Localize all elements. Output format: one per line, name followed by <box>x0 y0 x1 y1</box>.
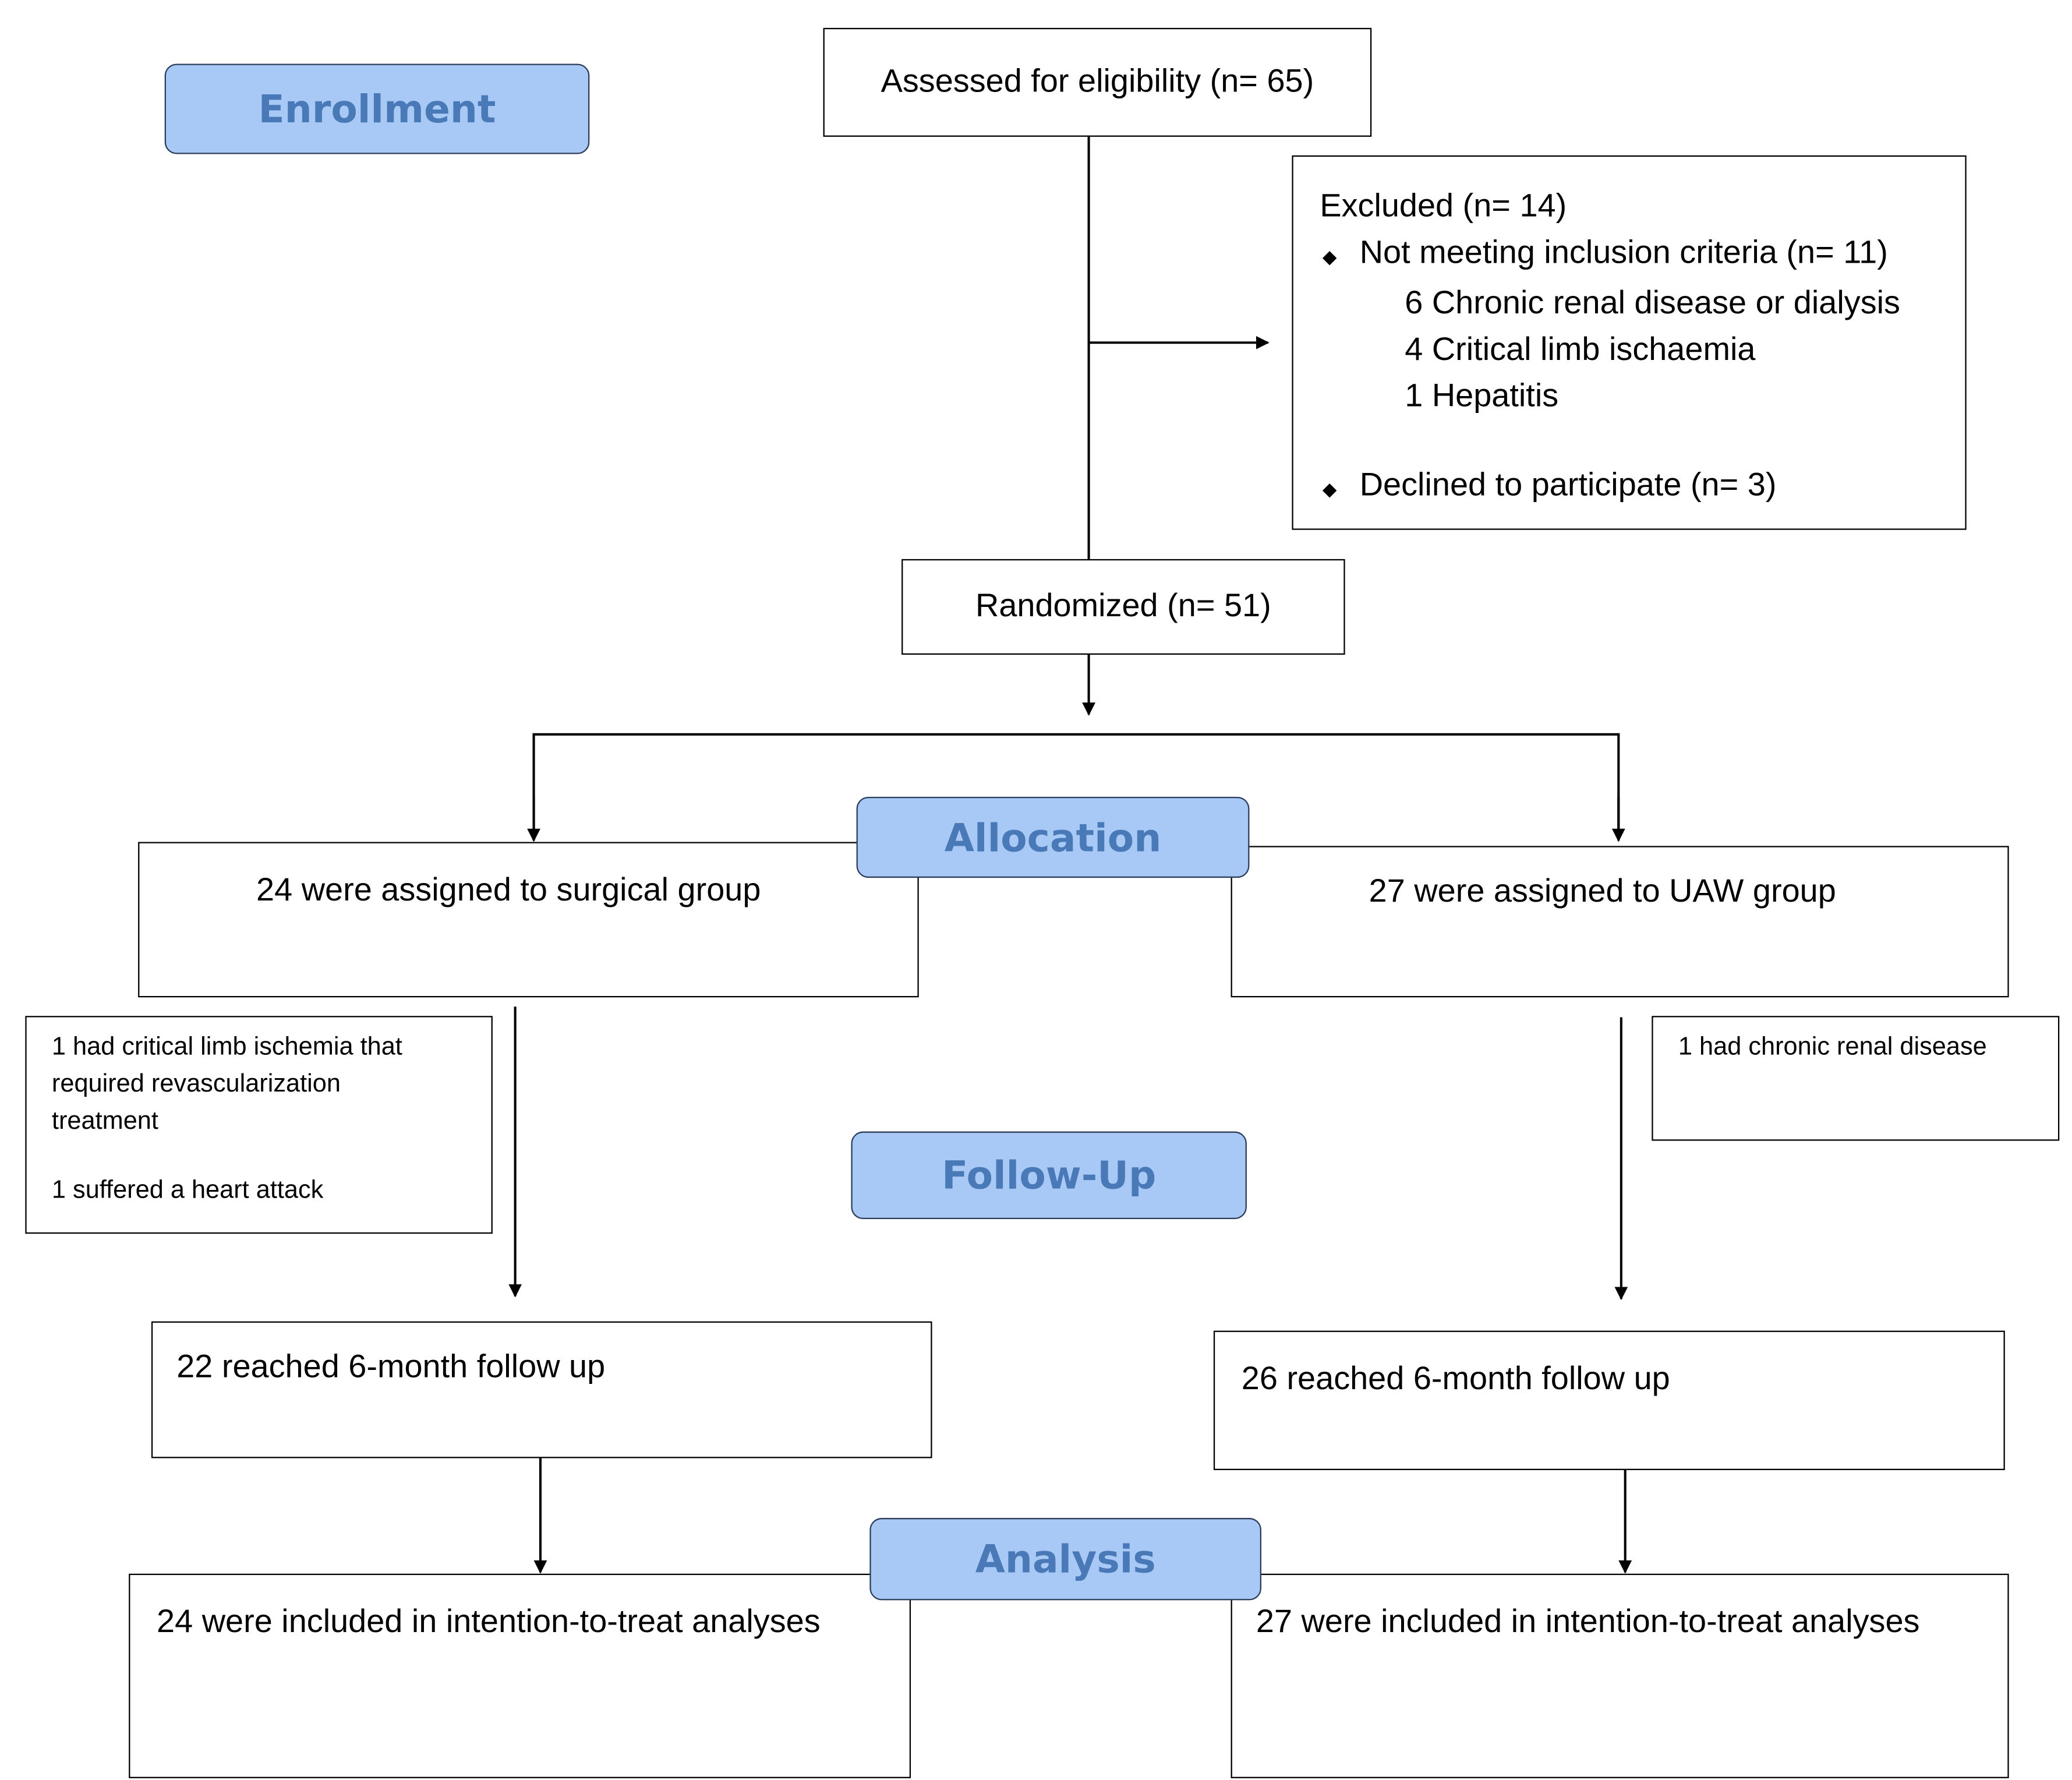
analysis-right-box: 27 were included in intention-to-treat a… <box>1231 1573 2009 1778</box>
reason-item: 1 Hepatitis <box>1405 378 1559 415</box>
loss-left-box: 1 had critical limb ischemia that requir… <box>25 1016 493 1234</box>
analysis-label: Analysis <box>869 1518 1261 1601</box>
follow-up-left-box: 22 reached 6-month follow up <box>151 1321 932 1458</box>
loss-right-text: 1 had chronic renal disease <box>1678 1033 1987 1061</box>
follow-up-label: Follow-Up <box>851 1131 1247 1220</box>
not-meeting-text: Not meeting inclusion criteria (n= 11) <box>1359 235 1888 271</box>
allocation-right-text: 27 were assigned to UAW group <box>1369 874 1836 910</box>
assessed-text: Assessed for eligibility (n= 65) <box>881 63 1314 100</box>
loss-left-line: 1 had critical limb ischemia that <box>51 1033 402 1061</box>
bullet-icon: ◆ <box>1322 478 1337 500</box>
follow-up-right-text: 26 reached 6-month follow up <box>1241 1361 1670 1397</box>
loss-right-box: 1 had chronic renal disease <box>1652 1016 2060 1141</box>
loss-left-line: 1 suffered a heart attack <box>51 1177 324 1205</box>
analysis-label-text: Analysis <box>975 1536 1156 1582</box>
follow-up-label-text: Follow-Up <box>942 1153 1157 1198</box>
analysis-left-text: 24 were included in intention-to-treat a… <box>157 1604 821 1640</box>
allocation-right-box: 27 were assigned to UAW group <box>1231 846 2009 998</box>
follow-up-left-text: 22 reached 6-month follow up <box>176 1349 606 1386</box>
allocation-label-text: Allocation <box>944 814 1162 860</box>
loss-left-line: required revascularization <box>51 1070 341 1099</box>
allocation-label: Allocation <box>856 797 1250 878</box>
excluded-title: Excluded (n= 14) <box>1320 188 1567 225</box>
allocation-left-text: 24 were assigned to surgical group <box>256 872 761 909</box>
loss-left-line: treatment <box>51 1107 158 1136</box>
declined-item: ◆ Declined to participate (n= 3) <box>1320 462 1965 513</box>
allocation-left-box: 24 were assigned to surgical group <box>138 842 919 998</box>
assessed-box: Assessed for eligibility (n= 65) <box>823 27 1372 137</box>
reason-item: 6 Chronic renal disease or dialysis <box>1405 285 1900 322</box>
declined-text: Declined to participate (n= 3) <box>1359 467 1777 504</box>
enrollment-label-text: Enrollment <box>258 86 496 132</box>
excluded-box: Excluded (n= 14) ◆ Not meeting inclusion … <box>1292 155 1967 530</box>
enrollment-label: Enrollment <box>164 63 590 154</box>
reason-item: 4 Critical limb ischaemia <box>1405 332 1756 368</box>
analysis-left-box: 24 were included in intention-to-treat a… <box>129 1573 911 1778</box>
split-bar <box>532 733 1620 839</box>
analysis-right-text: 27 were included in intention-to-treat a… <box>1256 1604 1920 1640</box>
randomized-text: Randomized (n= 51) <box>975 588 1271 624</box>
randomized-box: Randomized (n= 51) <box>901 559 1345 655</box>
follow-up-right-box: 26 reached 6-month follow up <box>1213 1330 2005 1470</box>
bullet-icon: ◆ <box>1322 245 1337 267</box>
not-meeting-item: ◆ Not meeting inclusion criteria (n= 11) <box>1320 229 1965 280</box>
